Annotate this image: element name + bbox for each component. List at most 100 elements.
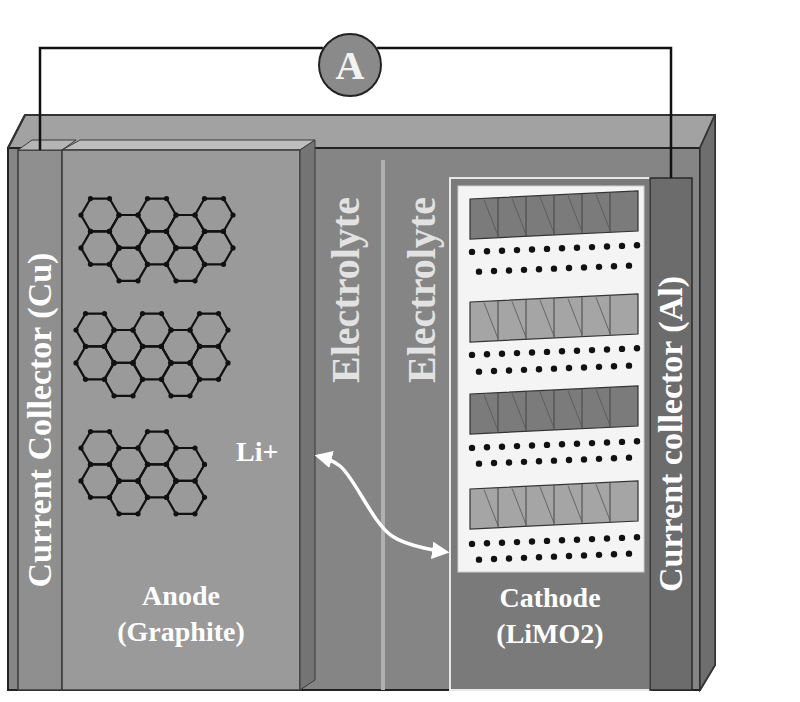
octahedron-edge	[484, 490, 498, 526]
lithium-ion	[551, 553, 557, 559]
current-collector-band: Current Collector (Cu)	[18, 150, 62, 690]
carbon-atom	[116, 511, 121, 516]
carbon-ring	[190, 314, 228, 347]
carbon-atom	[73, 327, 78, 332]
lithium-ion	[521, 367, 527, 373]
lithium-ion	[551, 365, 557, 371]
octahedron-edge	[484, 395, 498, 431]
octahedron-edge	[568, 486, 582, 522]
lithium-ion	[566, 553, 572, 559]
carbon-atom	[164, 262, 169, 267]
lithium-ion	[634, 534, 640, 540]
carbon-atom	[145, 462, 150, 467]
cathode-box: Cathode (LiMO2)	[450, 178, 650, 690]
carbon-atom	[83, 377, 88, 382]
lithium-ion	[626, 550, 632, 556]
carbon-atom	[135, 478, 140, 483]
carbon-atom	[168, 360, 173, 365]
carbon-atom	[192, 478, 197, 483]
lithium-ion	[484, 248, 490, 254]
octahedron-edge	[610, 192, 611, 232]
octahedron-edge	[582, 194, 583, 234]
collector-label: Current Collector (Cu)	[21, 253, 59, 588]
carbon-atom	[164, 229, 169, 234]
carbon-atom	[192, 212, 197, 217]
anode-box: Anode (Graphite)	[62, 150, 300, 690]
electrolyte-label: Electrolyte	[322, 197, 369, 383]
octahedron-edge	[596, 297, 610, 333]
carbon-atom	[216, 311, 221, 316]
octahedron-edge	[526, 391, 527, 431]
carbon-atom	[145, 429, 150, 434]
separator	[381, 160, 385, 690]
octahedron-edge	[610, 295, 611, 335]
carbon-atom	[230, 212, 235, 217]
oxide-slab	[470, 481, 638, 529]
carbon-atom	[111, 360, 116, 365]
aluminium-collector-plate	[650, 178, 692, 690]
lithium-ion	[581, 364, 587, 370]
carbon-atom	[216, 344, 221, 349]
lithium-ion	[626, 454, 632, 460]
lithium-ion	[499, 248, 505, 254]
carbon-atom	[145, 462, 150, 467]
octahedron-edge	[512, 301, 526, 337]
lithium-ion	[581, 552, 587, 558]
carbon-atom	[145, 462, 150, 467]
carbon-atom	[140, 377, 145, 382]
carbon-atom	[78, 212, 83, 217]
carbon-atom	[102, 377, 107, 382]
carbon-atom	[107, 462, 112, 467]
carbon-atom	[202, 229, 207, 234]
carbon-atom	[107, 429, 112, 434]
lithium-ion	[574, 348, 580, 354]
carbon-atom	[197, 311, 202, 316]
anode-side	[300, 140, 315, 690]
lithium-ion	[566, 457, 572, 463]
carbon-atom	[107, 229, 112, 234]
carbon-atom	[216, 377, 221, 382]
carbon-atom	[164, 429, 169, 434]
carbon-atom	[116, 478, 121, 483]
carbon-atom	[164, 495, 169, 500]
carbon-atom	[111, 327, 116, 332]
carbon-atom	[202, 495, 207, 500]
carbon-atom	[173, 245, 178, 250]
lithium-ion	[521, 267, 527, 273]
octahedron-edge	[540, 392, 554, 428]
carbon-atom	[164, 196, 169, 201]
carbon-atom	[135, 445, 140, 450]
carbon-atom	[116, 278, 121, 283]
carbon-atom	[221, 229, 226, 234]
layered-oxide-lattice	[469, 191, 640, 563]
carbon-atom	[173, 245, 178, 250]
electrolyte-label: Electrolyte	[398, 197, 445, 383]
carbon-atom	[135, 278, 140, 283]
carbon-atom	[187, 327, 192, 332]
carbon-atom	[197, 344, 202, 349]
carbon-atom	[164, 495, 169, 500]
carbon-atom	[197, 344, 202, 349]
lithium-ion	[544, 349, 550, 355]
collector-label: Current collector (Al)	[652, 276, 690, 592]
lithium-ion	[596, 552, 602, 558]
case-side	[700, 115, 715, 690]
carbon-atom	[145, 229, 150, 234]
octahedron-edge	[596, 484, 610, 520]
carbon-atom	[135, 245, 140, 250]
carbon-atom	[192, 478, 197, 483]
octahedron-edge	[554, 390, 555, 430]
lithium-ion	[506, 267, 512, 273]
carbon-atom	[88, 262, 93, 267]
octahedron-edge	[596, 389, 610, 425]
lithium-ion	[559, 441, 565, 447]
carbon-atom	[107, 229, 112, 234]
lithium-ion	[611, 363, 617, 369]
carbon-atom	[221, 262, 226, 267]
lithium-ion	[491, 368, 497, 374]
carbon-atom	[202, 262, 207, 267]
lithium-ion	[499, 444, 505, 450]
carbon-atom	[102, 344, 107, 349]
octahedron-edge	[540, 300, 554, 336]
lithium-ion	[574, 537, 580, 543]
